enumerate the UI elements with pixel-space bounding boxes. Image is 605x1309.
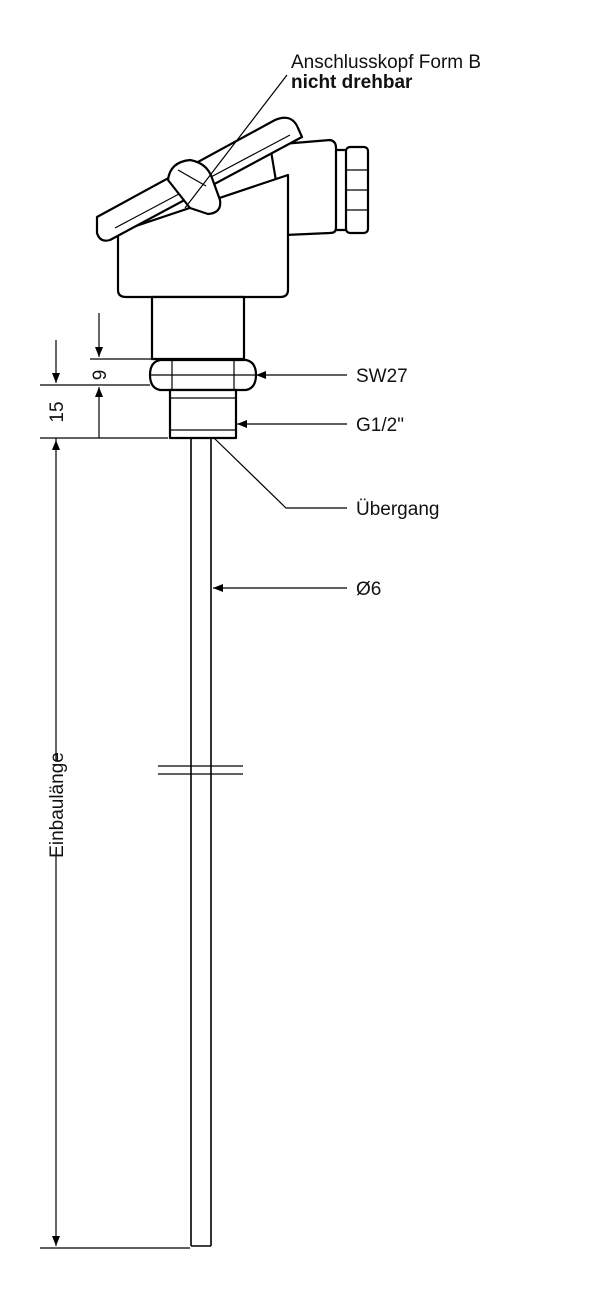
hex-nut	[148, 358, 258, 392]
head-neck	[150, 295, 246, 361]
dim-thread-height: 15	[47, 401, 68, 422]
dim-insertion-length: Einbaulänge	[47, 752, 68, 858]
connection-head	[95, 116, 370, 361]
sheath-tube	[158, 438, 243, 1247]
dimension-lines	[40, 313, 190, 1249]
head-housing	[116, 173, 290, 299]
callout-diameter: Ø6	[356, 579, 381, 600]
head-label-line1: Anschlusskopf Form B	[291, 52, 481, 73]
lid-screw	[166, 158, 222, 216]
head-label-line2: nicht drehbar	[291, 72, 413, 93]
dim-nut-height: 9	[90, 370, 111, 381]
cable-gland	[331, 145, 370, 235]
callout-thread: G1/2"	[356, 415, 404, 436]
callout-wrench-size: SW27	[356, 366, 408, 387]
process-thread	[168, 388, 238, 440]
callout-transition: Übergang	[356, 499, 439, 520]
callout-leaders	[184, 74, 347, 592]
